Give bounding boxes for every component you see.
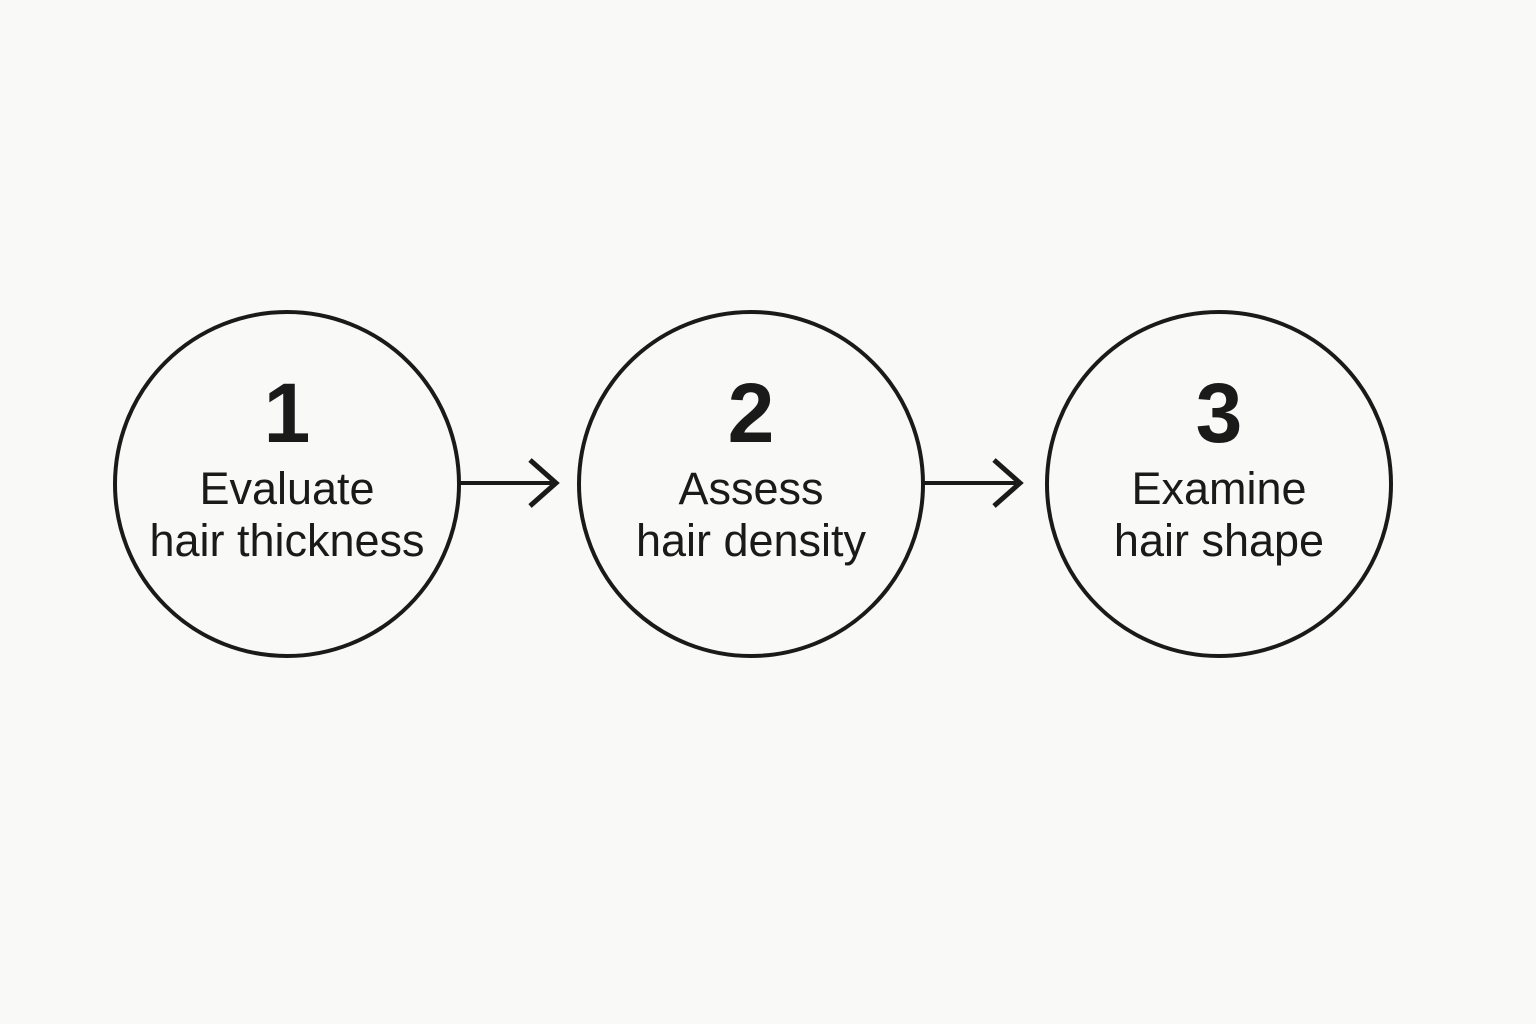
step-label: Examine hair shape — [1113, 462, 1325, 566]
step-number: 3 — [1195, 365, 1243, 460]
step-number: 1 — [263, 365, 311, 460]
step-label: Evaluate hair thickness — [149, 462, 425, 566]
step-circle-3: 3 Examine hair shape — [1045, 310, 1393, 658]
step-number: 2 — [727, 365, 775, 460]
step-circle-2: 2 Assess hair density — [577, 310, 925, 658]
arrow-right-icon — [460, 445, 564, 521]
arrow-right-icon — [924, 445, 1028, 521]
step-circle-1: 1 Evaluate hair thickness — [113, 310, 461, 658]
step-label: Assess hair density — [635, 462, 867, 566]
